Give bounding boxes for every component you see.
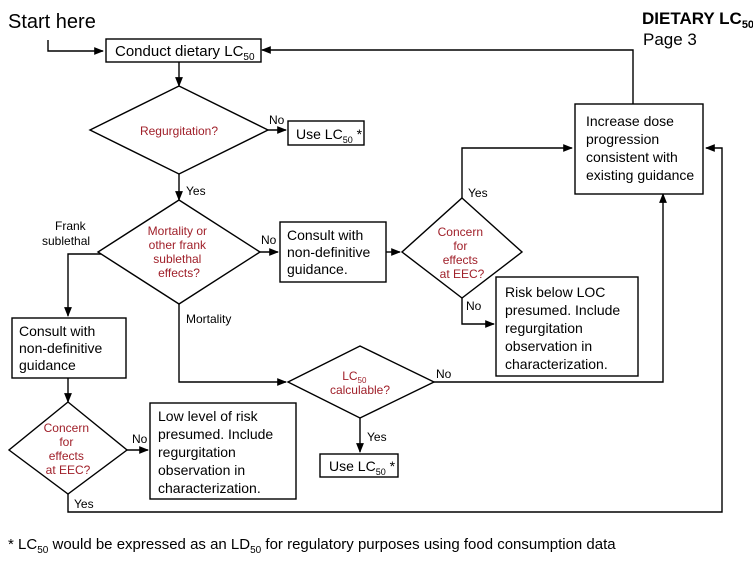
svg-text:Risk below LOC presumed.: Risk below LOC presumed. Include regurgi… <box>505 284 624 372</box>
svg-text:Regurgitation?: Regurgitation? <box>140 124 218 138</box>
edge-label-lc50-no: No <box>436 367 452 381</box>
node-regurgitation-question: Regurgitation? <box>88 85 270 175</box>
svg-text:Low level of risk presum: Low level of risk presumed. Include regu… <box>158 408 277 496</box>
edge-label-frank-sublethal: Frank sublethal <box>42 219 90 248</box>
svg-text:Increase dose progressio: Increase dose progression consistent wit… <box>586 113 694 183</box>
edge-label-lc50-yes: Yes <box>367 430 387 444</box>
edge-label-concern-left-yes: Yes <box>74 497 94 511</box>
mortality-q-line: effects? <box>158 266 200 280</box>
page-title: DIETARY LC50 <box>642 9 753 31</box>
svg-text:Consult with non-definit: Consult with non-definitive guidance. <box>287 227 374 277</box>
svg-text:Conduct dietary LC50: Conduct dietary LC50 <box>115 43 255 63</box>
node-consult-guidance-left: Consult with non-definitive guidance <box>11 317 127 379</box>
node-increase-dose: Increase dose progression consistent wit… <box>574 103 704 195</box>
svg-text:Mortality or other frank: Mortality or other frank sublethal effec… <box>148 224 211 280</box>
svg-text:LC50 calculable?: LC50 calculable? <box>330 369 390 397</box>
start-label: Start here <box>8 11 96 33</box>
connectors <box>47 40 723 513</box>
node-use-lc50-bottom: Use LC50 * <box>319 453 399 478</box>
node-conduct-dietary-lc50: Conduct dietary LC50 <box>105 38 262 63</box>
svg-text:Concern for effect: Concern for effects at EEC? <box>44 421 93 477</box>
svg-text:Consult with non-definit: Consult with non-definitive guidance <box>19 323 106 373</box>
mortality-q-line: Mortality or <box>148 224 207 238</box>
node-use-lc50-top: Use LC50 * <box>287 120 365 146</box>
edge-label-regurg-no: No <box>269 113 285 127</box>
edge-label-concern-right-no: No <box>466 299 482 313</box>
node-low-risk: Low level of risk presumed. Include regu… <box>149 402 297 500</box>
edge-labels: No Yes Frank sublethal No Mortality Yes … <box>42 113 488 511</box>
mortality-q-line: sublethal <box>153 252 201 266</box>
edge-label-mortality: Mortality <box>186 312 231 326</box>
svg-text:Concern for effect: Concern for effects at EEC? <box>438 225 487 281</box>
mortality-q-line: other frank <box>149 238 207 252</box>
footnote: * LC50 would be expressed as an LD50 for… <box>8 536 616 556</box>
node-lc50-calculable: LC50 calculable? <box>286 345 436 419</box>
edge-label-regurg-yes: Yes <box>186 184 206 198</box>
edge-label-concern-right-yes: Yes <box>468 186 488 200</box>
node-risk-below-loc: Risk below LOC presumed. Include regurgi… <box>495 276 639 377</box>
svg-text:Use LC50 *: Use LC50 * <box>296 126 363 145</box>
node-concern-eec-right: Concern for effects at EEC? <box>400 197 524 299</box>
page-number: Page 3 <box>643 30 697 49</box>
node-concern-eec-left: Concern for effects at EEC? <box>7 401 129 495</box>
svg-text:Use LC50 *: Use LC50 * <box>329 458 396 477</box>
edge-label-mortality-no: No <box>261 233 277 247</box>
edge-label-concern-left-no: No <box>132 432 148 446</box>
node-consult-guidance-mid: Consult with non-definitive guidance. <box>279 221 387 283</box>
node-mortality-question: Mortality or other frank sublethal effec… <box>96 199 262 305</box>
